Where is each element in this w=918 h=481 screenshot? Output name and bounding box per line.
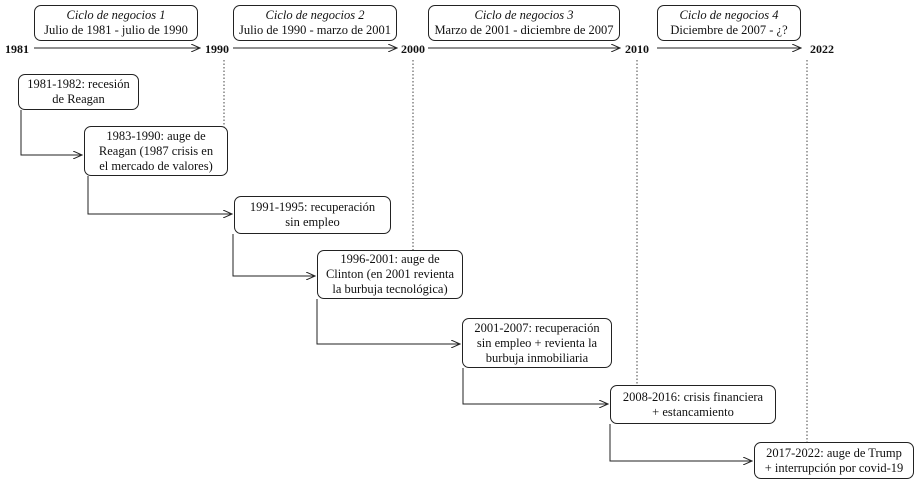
event-line: la burbuja tecnológica) xyxy=(332,282,448,296)
connector-1 xyxy=(20,110,82,155)
event-line: el mercado de valores) xyxy=(99,158,213,173)
event-line: 1981-1982: recesión xyxy=(27,77,130,91)
cycle-box-4: Ciclo de negocios 4 Diciembre de 2007 - … xyxy=(657,5,801,41)
event-box-4: 1996-2001: auge de Clinton (en 2001 revi… xyxy=(317,250,463,299)
event-line: sin empleo xyxy=(285,215,340,229)
cycle-range: Diciembre de 2007 - ¿? xyxy=(670,23,788,37)
year-label-2000: 2000 xyxy=(401,42,425,56)
cycle-range: Julio de 1990 - marzo de 2001 xyxy=(238,23,392,37)
year-label-1990: 1990 xyxy=(205,42,229,56)
event-line: burbuja inmobiliaria xyxy=(485,350,589,365)
connector-2 xyxy=(87,176,232,214)
event-line: 1983-1990: auge de xyxy=(106,128,206,143)
event-box-7: 2017-2022: auge de Trump + interrupción … xyxy=(754,442,914,479)
cycle-box-3: Ciclo de negocios 3 Marzo de 2001 - dici… xyxy=(428,5,620,41)
connector-4 xyxy=(316,299,460,344)
event-line: sin empleo + revienta la xyxy=(476,335,598,350)
event-box-3: 1991-1995: recuperación sin empleo xyxy=(234,196,391,234)
cycle-range: Marzo de 2001 - diciembre de 2007 xyxy=(434,23,614,37)
connector-3 xyxy=(232,234,315,276)
connector-6 xyxy=(609,424,752,461)
event-line: 1991-1995: recuperación xyxy=(249,200,376,214)
cycle-title: Ciclo de negocios 1 xyxy=(66,8,166,22)
event-line: de Reagan xyxy=(52,92,105,106)
cycle-box-2: Ciclo de negocios 2 Julio de 1990 - marz… xyxy=(233,5,397,41)
cycle-title: Ciclo de negocios 4 xyxy=(679,8,779,22)
event-box-2: 1983-1990: auge de Reagan (1987 crisis e… xyxy=(84,126,228,176)
event-line: 1996-2001: auge de xyxy=(340,252,440,266)
event-box-1: 1981-1982: recesión de Reagan xyxy=(18,74,139,110)
event-line: Clinton (en 2001 revienta xyxy=(325,267,455,281)
connector-5 xyxy=(462,368,608,404)
event-line: 2001-2007: recuperación xyxy=(474,320,600,335)
event-line: + estancamiento xyxy=(652,404,734,419)
event-line: 2008-2016: crisis financiera xyxy=(622,389,764,404)
year-label-2022: 2022 xyxy=(810,42,834,56)
event-line: 2017-2022: auge de Trump xyxy=(766,445,902,460)
event-box-6: 2008-2016: crisis financiera + estancami… xyxy=(610,385,776,424)
cycle-box-1: Ciclo de negocios 1 Julio de 1981 - juli… xyxy=(34,5,198,41)
event-line: Reagan (1987 crisis en xyxy=(98,143,214,158)
year-label-2010: 2010 xyxy=(625,42,649,56)
cycle-title: Ciclo de negocios 2 xyxy=(265,8,365,22)
event-box-5: 2001-2007: recuperación sin empleo + rev… xyxy=(462,318,612,368)
event-line: + interrupción por covid-19 xyxy=(764,460,904,475)
cycle-title: Ciclo de negocios 3 xyxy=(474,8,574,22)
year-label-1981: 1981 xyxy=(5,42,29,56)
cycle-range: Julio de 1981 - julio de 1990 xyxy=(44,23,188,37)
